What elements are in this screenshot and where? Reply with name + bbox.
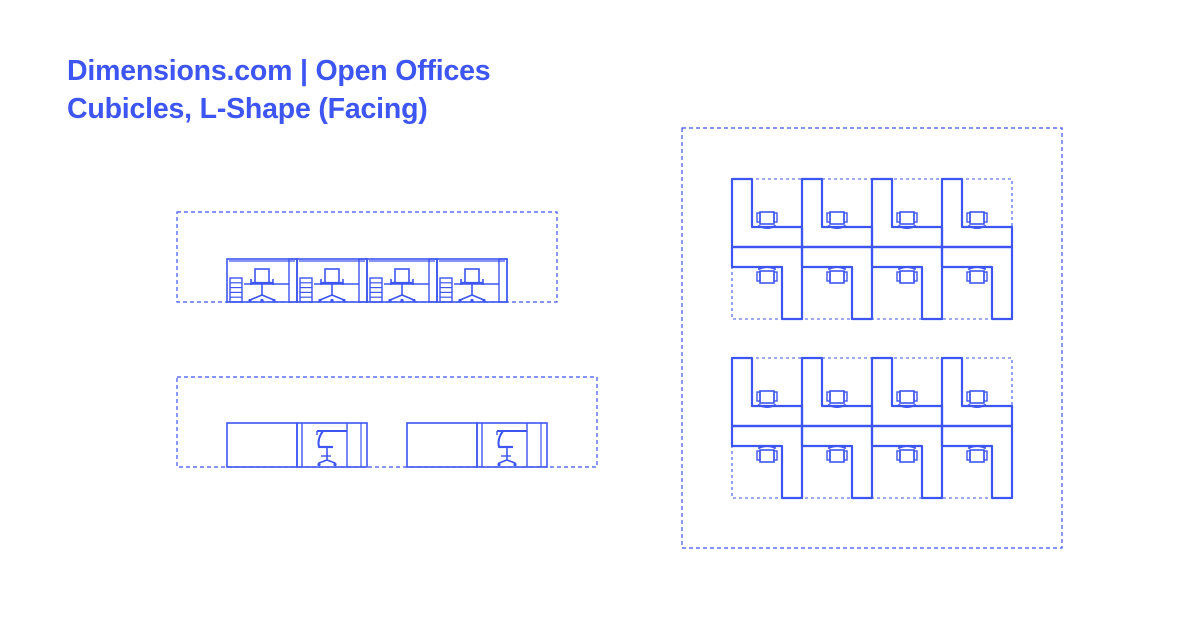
side-panel: [406, 422, 478, 468]
office-chair-front: [458, 268, 486, 303]
front-elevation-view: [176, 211, 558, 303]
l-desk-upper: [870, 356, 944, 428]
plan-outer-frame: [681, 127, 1063, 549]
l-desk-upper: [940, 177, 1014, 249]
cubicle-side-group: [406, 422, 548, 468]
side-elevation-frame: [176, 376, 598, 468]
l-desk-upper: [800, 177, 874, 249]
cubicle-pair-plan: [800, 177, 874, 321]
office-chair-plan: [896, 211, 918, 229]
office-chair-plan: [756, 390, 778, 408]
panel-post: [498, 258, 508, 303]
side-panel: [296, 422, 368, 468]
cubicle-pair-plan: [730, 356, 804, 500]
cubicle-front: [296, 258, 368, 303]
office-chair-plan: [966, 390, 988, 408]
office-chair-plan: [896, 390, 918, 408]
l-desk-lower: [940, 245, 1014, 321]
l-desk-lower: [940, 424, 1014, 500]
l-desk-upper: [730, 356, 804, 428]
office-chair-plan: [756, 445, 778, 463]
l-desk-upper: [800, 356, 874, 428]
l-desk-upper: [940, 356, 1014, 428]
side-panel: [226, 422, 298, 468]
panel-post: [428, 258, 438, 303]
office-chair-front: [318, 268, 346, 303]
office-chair-front: [388, 268, 416, 303]
cubicle-pair-plan: [940, 177, 1014, 321]
drawer-pedestal: [229, 277, 243, 303]
office-chair-front: [248, 268, 276, 303]
cubicle-pair-plan: [870, 356, 944, 500]
l-desk-upper: [730, 177, 804, 249]
side-elevation-view: [176, 376, 598, 468]
drawer-pedestal: [299, 277, 313, 303]
office-chair-plan: [826, 266, 848, 284]
panel-post: [358, 258, 368, 303]
drawer-pedestal: [369, 277, 383, 303]
office-chair-plan: [966, 211, 988, 229]
office-chair-plan: [756, 266, 778, 284]
drawer-pedestal: [439, 277, 453, 303]
cubicle-front: [226, 258, 298, 303]
title-line-1: Dimensions.com | Open Offices: [67, 55, 491, 87]
cubicle-side-group: [226, 422, 368, 468]
panel-post: [288, 258, 298, 303]
page-title: Dimensions.com | Open Offices Cubicles, …: [67, 52, 491, 128]
cubicle-front: [366, 258, 438, 303]
office-chair-plan: [966, 445, 988, 463]
cubicle-pair-plan: [800, 356, 874, 500]
office-chair-plan: [826, 390, 848, 408]
cubicle-pair-plan: [870, 177, 944, 321]
office-chair-plan: [826, 211, 848, 229]
facing-cubicle-block: [730, 177, 1014, 321]
facing-cubicle-block: [730, 356, 1014, 500]
title-line-2: Cubicles, L-Shape (Facing): [67, 93, 428, 125]
side-panel: [476, 422, 548, 468]
office-chair-plan: [756, 211, 778, 229]
office-chair-plan: [896, 445, 918, 463]
l-desk-upper: [870, 177, 944, 249]
office-chair-plan: [826, 445, 848, 463]
cubicle-pair-plan: [730, 177, 804, 321]
office-chair-plan: [966, 266, 988, 284]
cubicle-pair-plan: [940, 356, 1014, 500]
office-chair-side: [317, 430, 337, 467]
office-chair-plan: [896, 266, 918, 284]
office-chair-side: [497, 430, 517, 467]
cubicle-front: [436, 258, 508, 303]
plan-view: [681, 127, 1063, 549]
